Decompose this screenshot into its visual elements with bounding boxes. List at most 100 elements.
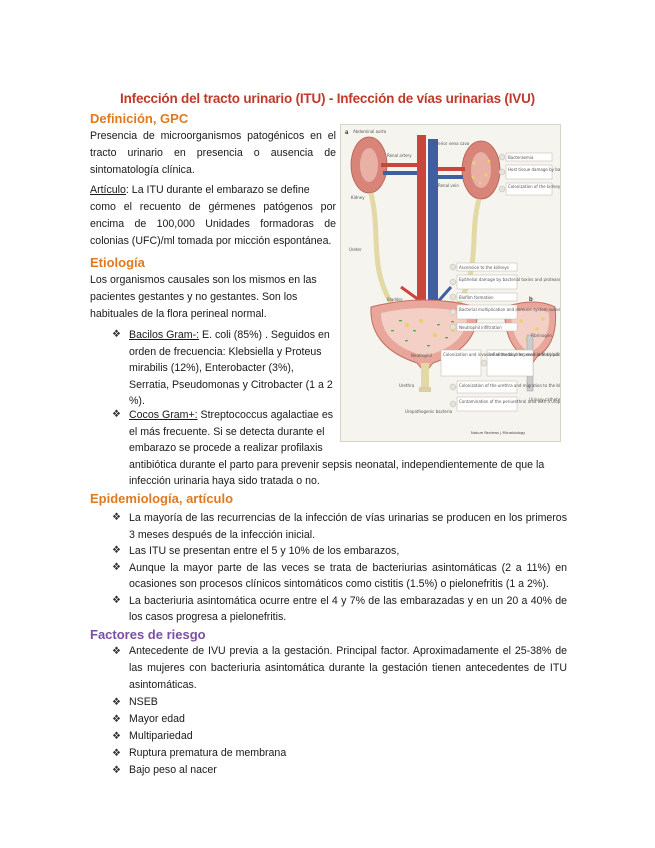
bullet-icon: ❖ — [112, 714, 121, 725]
cocos-text: Cocos Gram+: Streptococcus agalactiae es… — [129, 407, 569, 490]
epidemiologia-item: ❖ La bacteriuria asintomática ocurre entr… — [112, 593, 567, 626]
factor-item: ❖ Multipariedad — [112, 728, 567, 745]
factor-item-line: Bajo peso al nacer — [129, 764, 217, 776]
figure-step: Bacteraemia — [508, 155, 534, 160]
cocos-item: ❖ Cocos Gram+: Streptococcus agalactiae … — [112, 407, 569, 490]
factor-item: ❖ Bajo peso al nacer — [112, 762, 567, 779]
figure-step: Epithelial damage by bacterial toxins an… — [459, 277, 560, 282]
heading-factores: Factores de riesgo — [90, 627, 206, 642]
cocos-line: el más frecuente. Si se detecta durante … — [129, 425, 325, 438]
heading-definicion: Definición, GPC — [90, 111, 189, 126]
epidemiologia-item-line: ocasiones son procesos clínicos sintomát… — [129, 578, 549, 590]
articulo-line: Artículo: La ITU durante el embarazo se … — [90, 182, 336, 199]
cocos-first-line: Streptococcus agalactiae es — [197, 409, 334, 421]
kidney-left-pelvis — [360, 148, 378, 182]
figure-label: Urethra — [399, 383, 415, 388]
bullet-icon: ❖ — [112, 765, 121, 776]
figure-label: Uropathogenic bacteria — [405, 409, 453, 414]
epidemiologia-item-line: La mayoría de las recurrencias de la inf… — [129, 512, 567, 524]
bullet-icon: ❖ — [112, 329, 121, 340]
bullet-icon: ❖ — [112, 512, 121, 523]
factor-item: ❖ Mayor edad — [112, 711, 567, 728]
figure-step: Contamination of the periurethral area w… — [459, 399, 560, 404]
figure-step: Host tissue damage by bacterial toxins — [508, 167, 560, 172]
panel-b-label: b — [529, 297, 533, 303]
bacilos-item: ❖ Bacilos Gram-: E. coli (85%) . Seguido… — [112, 327, 334, 410]
bullet-icon: ❖ — [112, 646, 121, 657]
figure-step: Neutrophil infiltration — [459, 325, 502, 330]
figure-label: Ureter — [349, 247, 362, 252]
ureter-left — [368, 192, 394, 305]
etiologia-line: habituales de la flora perineal normal. — [90, 308, 267, 320]
figure-label: Urinary catheter — [529, 397, 560, 402]
factor-item-line: asintomáticas. — [129, 679, 197, 691]
urinary-tract-infection-figure: a b — [340, 124, 655, 442]
factor-item: ❖ Antecedente de IVU previa a la gestació… — [112, 643, 567, 694]
figure-label: Kidney — [351, 195, 365, 200]
figure-step: Colonization of the urethra and migratio… — [459, 383, 560, 388]
bullet-icon: ❖ — [112, 409, 121, 420]
factor-item-line: Mayor edad — [129, 713, 185, 725]
heading-etiologia: Etiología — [90, 255, 145, 270]
page-title: Infección del tracto urinario (ITU) - In… — [120, 91, 535, 106]
ureter-right — [456, 198, 482, 305]
factor-item: ❖ NSEB — [112, 694, 567, 711]
factor-item: ❖ Ruptura prematura de membrana — [112, 745, 567, 762]
factor-item-line: NSEB — [129, 696, 158, 708]
vena-cava-shape — [428, 139, 438, 325]
figure-credit: Nature Reviews | Microbiology — [471, 431, 526, 435]
bacilos-line: Bacilos Gram-: E. coli (85%) . Seguidos … — [129, 327, 334, 344]
factor-item-line: Multipariedad — [129, 730, 193, 742]
figure-label: Bladder — [387, 297, 403, 302]
factor-item-line: Ruptura prematura de membrana — [129, 747, 287, 759]
figure-label: Renal artery — [387, 153, 412, 158]
bacilos-line: %). — [129, 395, 145, 407]
figure-label: Abdominal aorta — [353, 129, 387, 134]
bullet-icon: ❖ — [112, 561, 121, 573]
epidemiologia-item-line: 3 meses después de la infección inicial. — [129, 528, 316, 541]
etiologia-line: pacientes gestantes y no gestantes. Son … — [90, 291, 298, 303]
bullet-icon: ❖ — [112, 545, 121, 556]
bacilos-line: mirabilis (12%), Enterobacter (3%), — [129, 362, 294, 374]
figure-step: Ascension to the kidneys — [459, 265, 509, 270]
bacilos-line: Serratia, Pseudomonas y Citrobacter (1 a… — [129, 378, 333, 391]
epidemiologia-item-line: Aunque la mayor parte de las veces se tr… — [129, 561, 567, 574]
kidney-right-pelvis — [471, 152, 491, 188]
cocos-line: Cocos Gram+: Streptococcus agalactiae es — [129, 407, 569, 424]
epidemiologia-item-line: La bacteriuria asintomática ocurre entre… — [129, 594, 567, 607]
epidemiologia-item: ❖ Aunque la mayor parte de las veces se t… — [112, 560, 567, 593]
bacilos-line: orden de frecuencia: Klebsiella y Proteu… — [129, 345, 322, 358]
definicion-line: Presencia de microorganismos patogénicos… — [90, 130, 336, 142]
aorta-shape — [417, 135, 426, 325]
panel-a-label: a — [345, 130, 349, 136]
epidemiologia-item-line: Las ITU se presentan entre el 5 y 10% de… — [129, 545, 400, 557]
epidemiologia-item: ❖ La mayoría de las recurrencias de la in… — [112, 510, 567, 543]
etiologia-line: Los organismos causales son los mismos e… — [90, 274, 317, 286]
factor-item-line: Antecedente de IVU previa a la gestación… — [129, 645, 567, 657]
articulo-label: Artículo — [90, 184, 126, 196]
figure-label: Renal vein — [438, 183, 459, 188]
bullet-icon: ❖ — [112, 594, 121, 606]
articulo-line: colonias (UFC)/ml tomada por micción esp… — [90, 235, 332, 247]
bullet-icon: ❖ — [112, 731, 121, 742]
figure-step: Bacterial multiplication and immune syst… — [459, 307, 560, 312]
definicion-line: tracto urinario en presencia o ausencia … — [90, 147, 336, 159]
articulo-line: como el recuento de gérmenes patógenos p… — [90, 201, 336, 213]
bacilos-text: Bacilos Gram-: E. coli (85%) . Seguidos … — [129, 327, 334, 410]
definicion-line: sintomatología clínica. — [90, 164, 195, 176]
factor-item-line: las mujeres con bacteriuria asintomática… — [129, 662, 567, 674]
figure-step: Colonization and invasion of the bladder… — [443, 352, 560, 357]
cocos-line: embarazo se procede a realizar profilaxi… — [129, 442, 323, 454]
articulo-first-line: : La ITU durante el embarazo se define — [125, 184, 310, 196]
figure-label: Inferior vena cava — [433, 141, 470, 146]
cocos-line: antibiótica durante el parto para preven… — [129, 458, 545, 471]
articulo-line: encima de 100,000 Unidades formadoras de — [90, 218, 336, 230]
heading-epidemiologia: Epidemiología, artículo — [90, 491, 234, 506]
bullet-icon: ❖ — [112, 748, 121, 759]
bullet-icon: ❖ — [112, 697, 121, 708]
bacilos-first-line: E. coli (85%) . Seguidos en — [199, 329, 330, 341]
epidemiologia-item-line: los casos progresa a pielonefritis. — [129, 611, 287, 623]
cocos-line: infección urinaria haya sido tratada o n… — [129, 475, 320, 487]
figure-label: Fibrinogen — [531, 333, 552, 338]
figure-label: Neutrophil — [411, 353, 432, 358]
